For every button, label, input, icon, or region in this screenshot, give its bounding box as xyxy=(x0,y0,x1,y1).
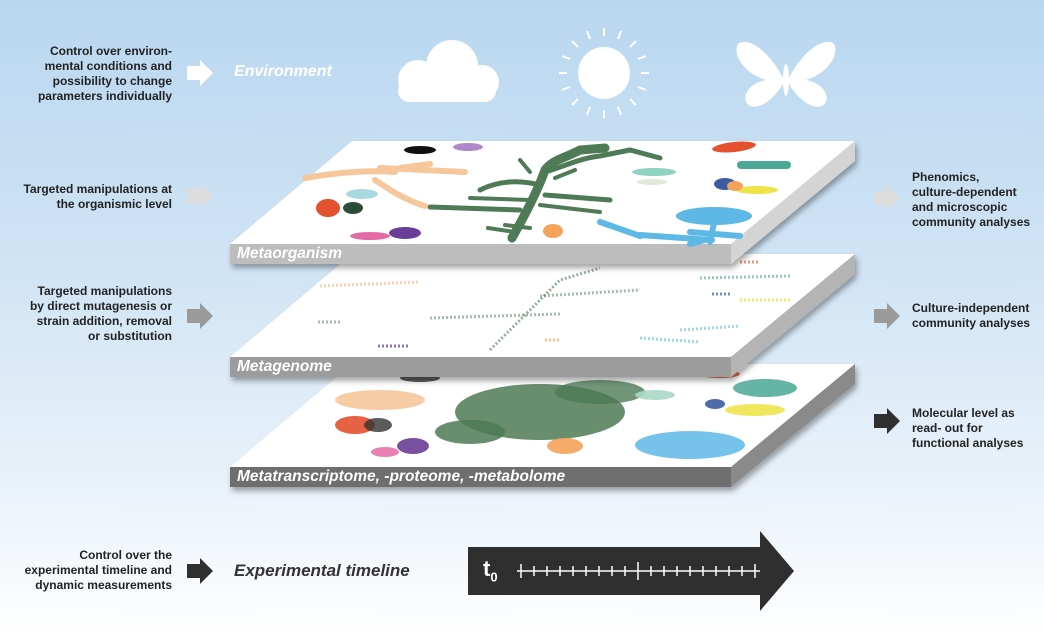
note-culture-independent: Culture-independent community analyses xyxy=(912,301,1031,330)
note-timeline-control: Control over the experimental timeline a… xyxy=(24,548,172,592)
t0-subscript: 0 xyxy=(490,569,498,585)
butterfly-icon xyxy=(736,41,836,107)
arrow-culture-independent xyxy=(874,303,900,329)
layer-label-metagenome: Metagenome xyxy=(237,358,332,375)
layer-label-metatranscriptome: Metatranscriptome, -proteome, -metabolom… xyxy=(237,468,566,485)
timeline-label: Experimental timeline xyxy=(234,561,410,580)
layer-metagenome xyxy=(230,254,855,377)
note-phenomics: Phenomics, culture-dependent and microsc… xyxy=(912,170,1031,229)
arrow-phenomics xyxy=(874,185,900,211)
t0-label: t0 xyxy=(483,556,498,584)
arrow-timeline xyxy=(187,558,213,584)
t0-base: t xyxy=(483,556,491,581)
note-mutagenesis-manipulation: Targeted manipulations by direct mutagen… xyxy=(29,284,172,343)
plant-shape xyxy=(427,143,663,243)
timeline-arrow xyxy=(468,531,794,611)
layer-label-metaorganism: Metaorganism xyxy=(237,245,343,262)
arrow-environment xyxy=(187,60,213,86)
peach-branch-shape xyxy=(302,161,468,209)
arrow-mutagenesis xyxy=(187,303,213,329)
note-environment-control: Control over environ- mental conditions … xyxy=(37,44,172,103)
sun-icon xyxy=(559,28,649,118)
note-molecular-level: Molecular level as read- out for functio… xyxy=(912,406,1024,450)
metaorganism-contents xyxy=(302,141,791,247)
environment-label: Environment xyxy=(234,63,332,80)
arrow-molecular xyxy=(874,408,900,434)
note-organismic-manipulation: Targeted manipulations at the organismic… xyxy=(23,182,172,211)
metagenome-patterns xyxy=(318,260,791,352)
arrow-organismic xyxy=(187,183,213,209)
metatranscriptome-clusters xyxy=(335,370,797,459)
cloud-icon xyxy=(398,40,499,102)
